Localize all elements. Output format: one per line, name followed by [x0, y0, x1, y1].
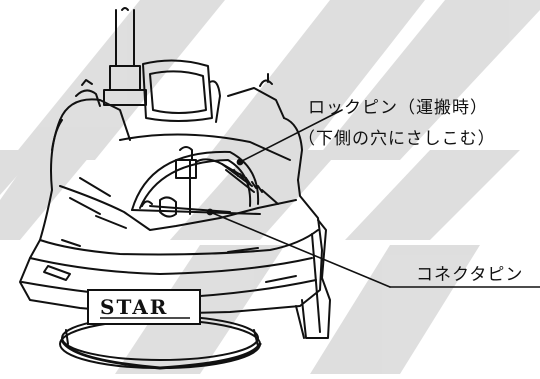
motor-head — [142, 59, 221, 123]
lock-pin-note: （下側の穴にさしこむ） — [298, 129, 496, 149]
leader-lines — [206, 109, 540, 288]
star-logo-text: STAR — [100, 295, 168, 319]
lock-pin — [175, 146, 279, 205]
lock-pin-label: ロックピン（運搬時） — [308, 98, 488, 118]
star-logo: STAR — [87, 289, 201, 325]
right-shoulder — [227, 73, 303, 181]
connector-pin-label: コネクタピン — [416, 265, 524, 285]
connector-pin — [141, 196, 231, 218]
front-skirt-slots — [43, 239, 297, 283]
inner-window — [131, 150, 261, 215]
main-body — [19, 119, 323, 315]
rear-leg — [295, 219, 331, 339]
